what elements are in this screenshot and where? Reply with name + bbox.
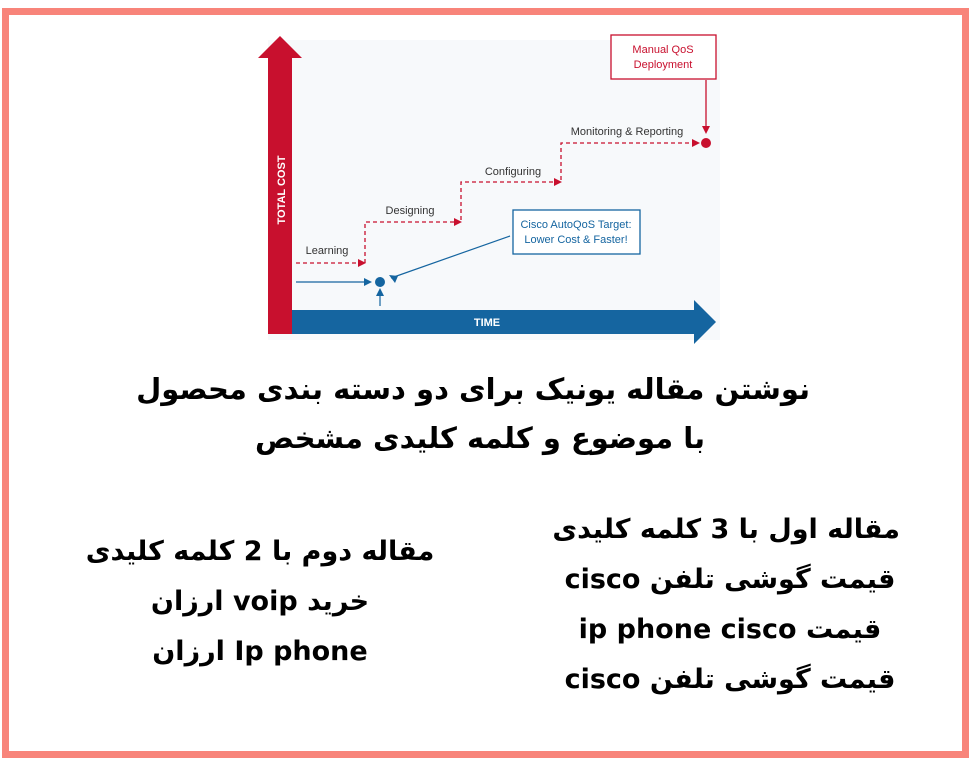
- step-label-designing: Designing: [386, 205, 435, 217]
- heading-line-1: نوشتن مقاله یونیک برای دو دسته بندی محصو…: [136, 372, 810, 406]
- article-1-keyword: قیمت گوشی تلفن cisco: [564, 564, 896, 595]
- step-label-monitoring: Monitoring & Reporting: [571, 126, 684, 138]
- manual-cost-dot: [701, 138, 711, 148]
- step-label-configuring: Configuring: [485, 166, 541, 178]
- heading-line-2: با موضوع و کلمه کلیدی مشخص: [255, 421, 705, 455]
- staircase-arrowheads: [358, 139, 700, 267]
- x-axis-arrow: [292, 300, 716, 344]
- manual-qos-box: Manual QoS Deployment: [610, 34, 717, 80]
- diagram-background: [268, 40, 720, 340]
- autoqos-line2: Lower Cost & Faster!: [524, 234, 627, 246]
- article-2-title: مقاله دوم با 2 کلمه کلیدی: [85, 536, 435, 567]
- manual-qos-line1: Manual QoS: [632, 44, 693, 56]
- autoqos-target-box: Cisco AutoQoS Target: Lower Cost & Faste…: [512, 209, 641, 255]
- article-2-block: مقاله دوم با 2 کلمه کلیدی خرید voip ارزا…: [70, 527, 450, 677]
- y-axis-arrow: [258, 36, 302, 334]
- article-1-block: مقاله اول با 3 کلمه کلیدی قیمت گوشی تلفن…: [552, 505, 900, 705]
- article-1-title: مقاله اول با 3 کلمه کلیدی: [552, 514, 900, 545]
- article-2-keyword: خرید voip ارزان: [150, 586, 370, 617]
- article-2-keyword: Ip phone ارزان: [152, 636, 368, 667]
- autoqos-arrowheads: [364, 275, 398, 296]
- y-axis-label: TOTAL COST: [276, 155, 288, 224]
- article-1-keyword: قیمت ip phone cisco: [578, 614, 882, 645]
- autoqos-target-dot: [375, 277, 385, 287]
- autoqos-line1: Cisco AutoQoS Target:: [520, 219, 631, 231]
- x-axis-label: TIME: [474, 317, 500, 329]
- manual-qos-line2: Deployment: [634, 59, 693, 71]
- manual-pointer-head: [702, 126, 710, 134]
- article-1-keyword: قیمت گوشی تلفن cisco: [564, 664, 896, 695]
- manual-cost-staircase: [296, 142, 694, 264]
- step-label-learning: Learning: [306, 245, 349, 257]
